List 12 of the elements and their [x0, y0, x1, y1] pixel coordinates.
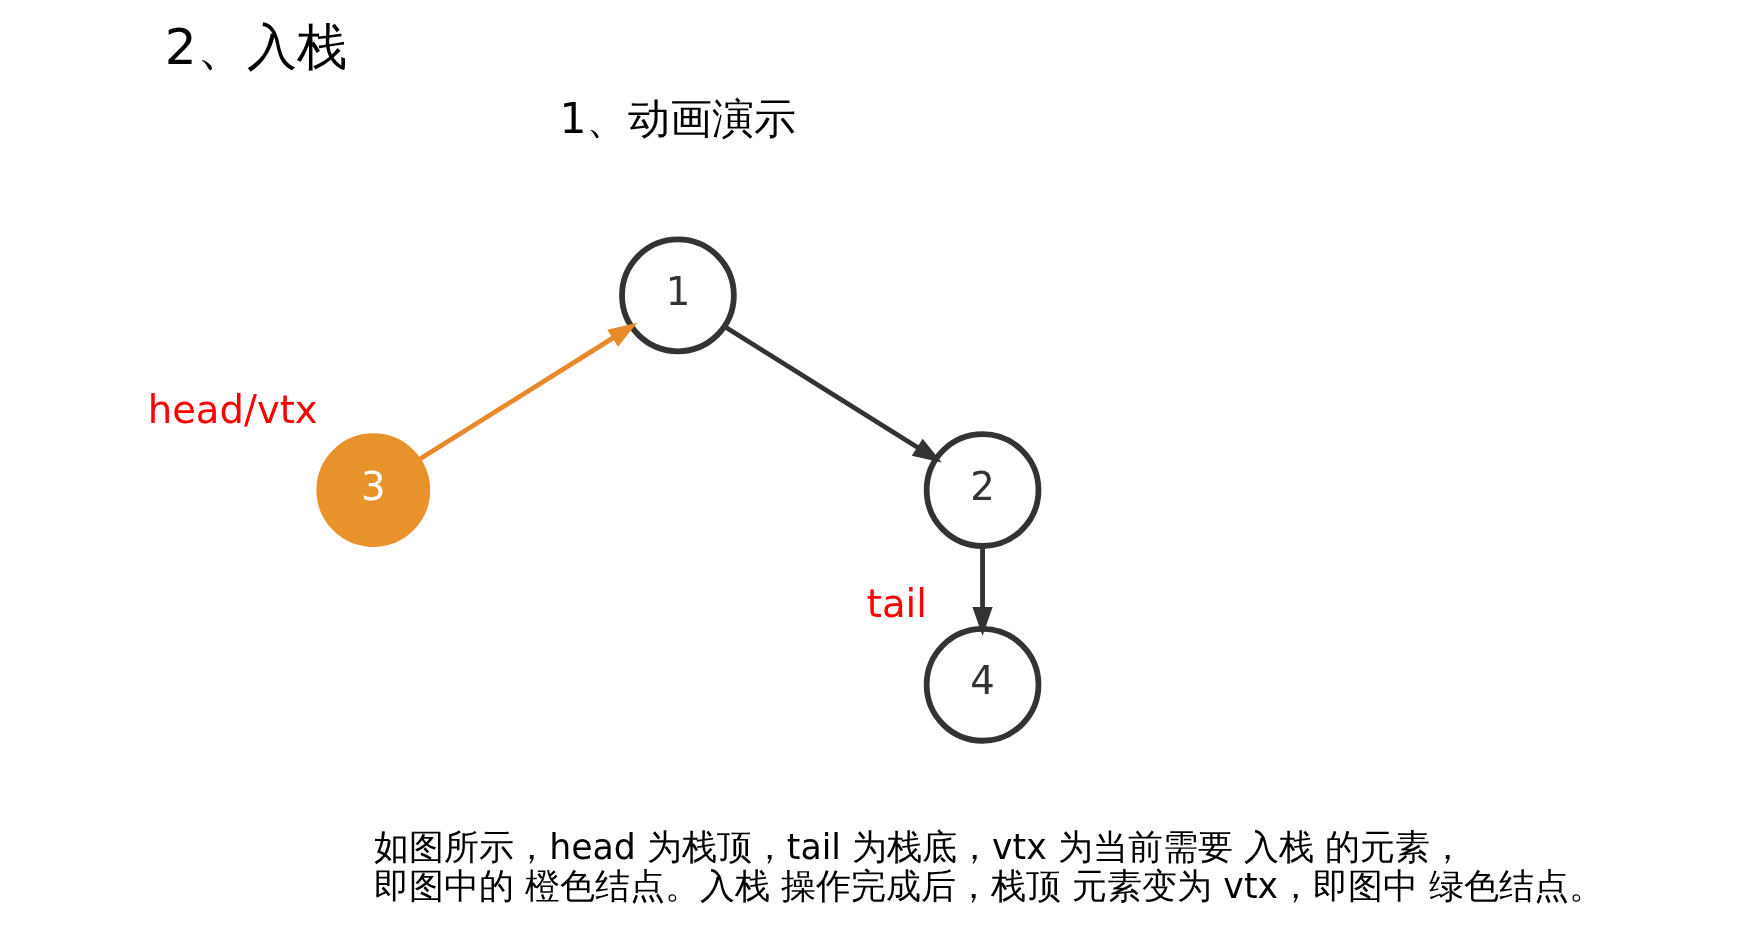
node-circle: 4	[923, 626, 1042, 744]
label: 1、动画演示	[559, 93, 797, 143]
node-circle: 3	[316, 433, 431, 547]
arrow	[419, 322, 638, 461]
arrow	[723, 324, 942, 463]
node-label: head/vtx	[147, 386, 318, 432]
node-circle: 1	[619, 236, 737, 355]
arrow	[972, 546, 993, 636]
diagram-title: 2、入栈	[164, 16, 347, 76]
node-circle: 2	[923, 431, 1042, 549]
node-label: tail	[866, 581, 928, 627]
label: 如图所示，head 为栈顶，tail 为栈底，vtx 为当前需要 入栈 的元素，即图中的 橙色结点。入栈 操作完成后，栈顶 元素变为 vtx，即图中 绿色结点。	[374, 827, 1605, 906]
